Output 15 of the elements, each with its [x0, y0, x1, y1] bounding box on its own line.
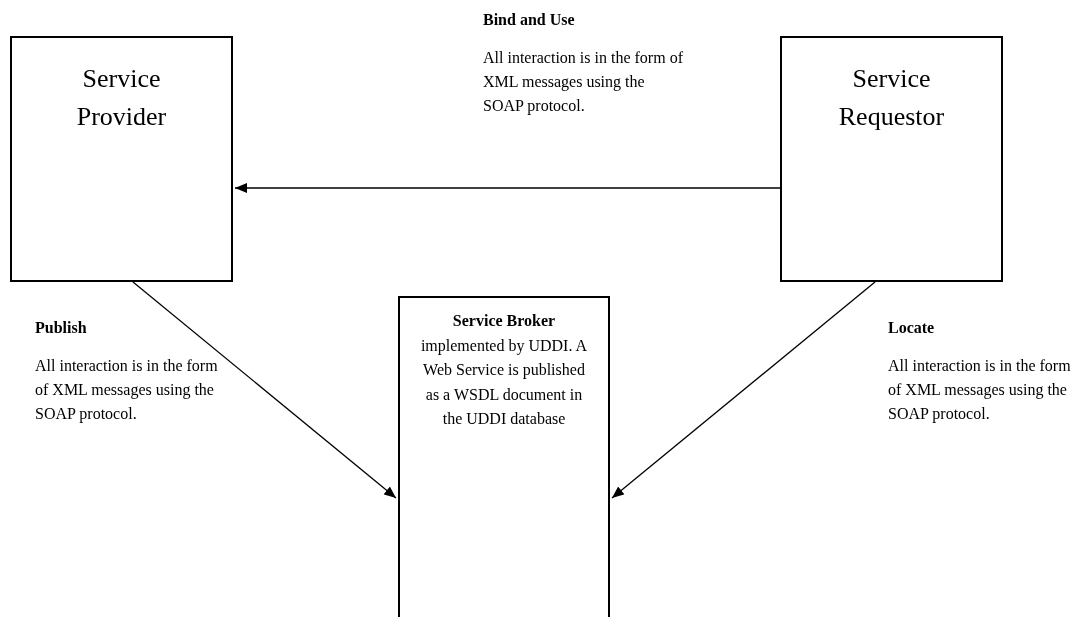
edge-heading: Bind and Use — [483, 10, 576, 30]
note-text: All interaction is in the form of XML messages using the SOAP protocol. — [35, 356, 219, 425]
edge-heading: Locate — [888, 318, 936, 338]
box-title: Service Provider — [75, 63, 168, 133]
arrow — [611, 281, 876, 499]
arrow — [234, 183, 781, 193]
edge-heading: Publish — [35, 318, 88, 338]
process-box — [780, 36, 1003, 282]
box-text: Service Broker implemented by UDDI. A Web Service is published as a WSDL document in the UDDI database — [419, 311, 589, 429]
note-text: All interaction is in the form of XML messages using the SOAP protocol. — [888, 356, 1072, 425]
note-text: All interaction is in the form of XML messages using the SOAP protocol. — [483, 48, 683, 117]
box-title: Service Requestor — [837, 63, 946, 133]
arrow — [132, 281, 397, 499]
process-box — [398, 296, 610, 617]
process-box — [10, 36, 233, 282]
